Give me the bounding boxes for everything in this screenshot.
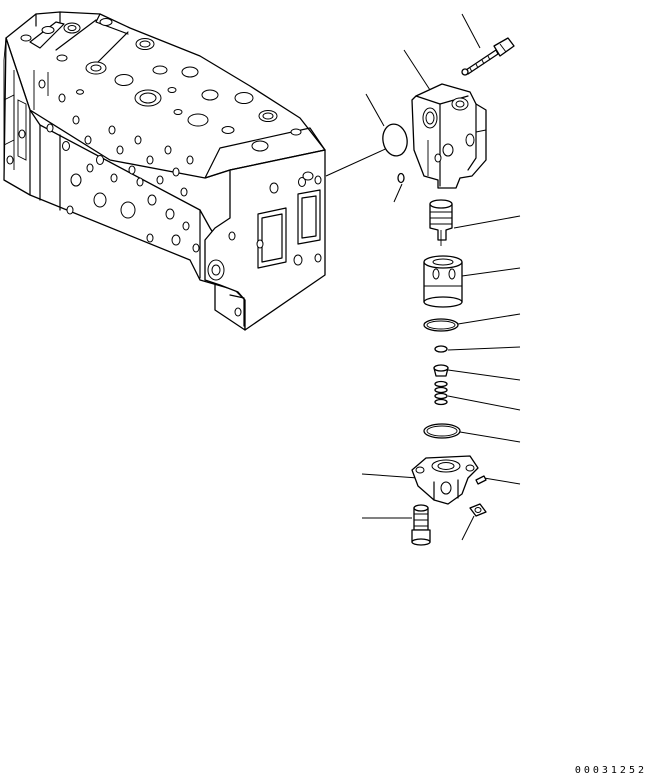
o-ring-small bbox=[434, 345, 448, 353]
plug bbox=[469, 503, 487, 517]
socket-bolt bbox=[411, 504, 431, 546]
cover bbox=[411, 455, 479, 505]
sleeve bbox=[423, 255, 463, 308]
leader-lines bbox=[325, 13, 521, 541]
spool bbox=[429, 199, 453, 246]
pin bbox=[475, 475, 487, 485]
o-ring-large-flat bbox=[382, 123, 408, 157]
o-ring-bottom bbox=[423, 423, 461, 439]
plug-small bbox=[397, 172, 405, 184]
spring bbox=[434, 380, 448, 406]
o-ring-medium bbox=[423, 318, 459, 332]
catalog-number: 00031252 bbox=[574, 765, 647, 776]
control-valve-block bbox=[3, 11, 326, 331]
valve-housing bbox=[411, 83, 487, 189]
hex-bolt-top bbox=[461, 37, 515, 76]
poppet bbox=[433, 364, 449, 377]
